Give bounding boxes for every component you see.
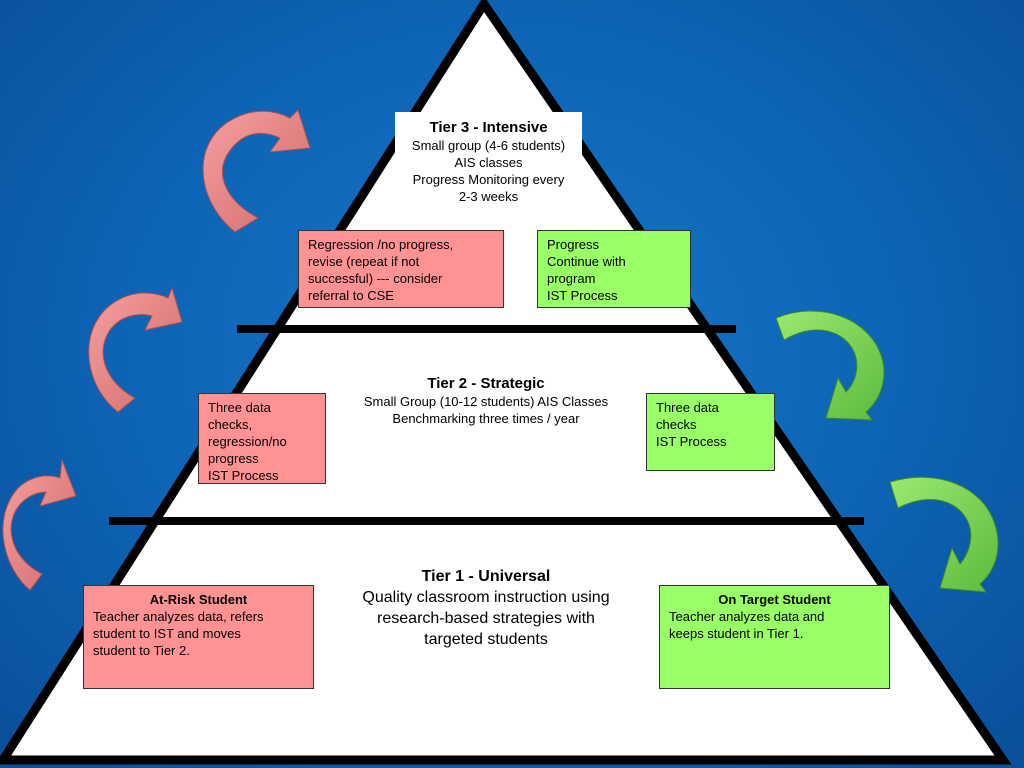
red-arrow-up-tier3-icon [202, 109, 311, 233]
at-risk-student-box: At-Risk Student Teacher analyzes data, r… [83, 585, 314, 689]
at-risk-student-title: At-Risk Student [149, 592, 248, 607]
tier2-description: Small Group (10-12 students) AIS Classes… [363, 394, 609, 426]
tier2-title: Tier 2 - Strategic [427, 375, 545, 392]
tier1-title: Tier 1 - Universal [421, 568, 551, 585]
on-target-student-description: Teacher analyzes data and keeps student … [669, 609, 825, 641]
on-target-student-title: On Target Student [718, 592, 831, 607]
tier1-description: Quality classroom instruction using rese… [362, 589, 610, 648]
tier3-title: Tier 3 - Intensive [429, 119, 548, 136]
tier1-label: Tier 1 - Universal Quality classroom ins… [336, 566, 636, 650]
on-target-student-box: On Target Student Teacher analyzes data … [659, 585, 890, 689]
tier3-progress-box: Progress Continue with program IST Proce… [537, 230, 691, 308]
tier2-regression-box: Three data checks, regression/no progres… [198, 393, 326, 484]
tier3-label-box: Tier 3 - Intensive Small group (4-6 stud… [395, 112, 582, 212]
at-risk-student-description: Teacher analyzes data, refers student to… [93, 609, 264, 658]
red-arrow-up-tier1-icon [2, 459, 77, 591]
tier3-regression-box: Regression /no progress, revise (repeat … [298, 230, 504, 308]
green-arrow-down-tier2-icon [775, 310, 885, 421]
tier2-progress-box: Three data checks IST Process [646, 393, 775, 471]
tier2-label: Tier 2 - Strategic Small Group (10-12 st… [336, 374, 636, 427]
red-arrow-up-tier2-icon [88, 286, 183, 413]
green-arrow-down-tier1-icon [889, 476, 999, 593]
tier3-description: Small group (4-6 students) AIS classes P… [411, 138, 566, 204]
